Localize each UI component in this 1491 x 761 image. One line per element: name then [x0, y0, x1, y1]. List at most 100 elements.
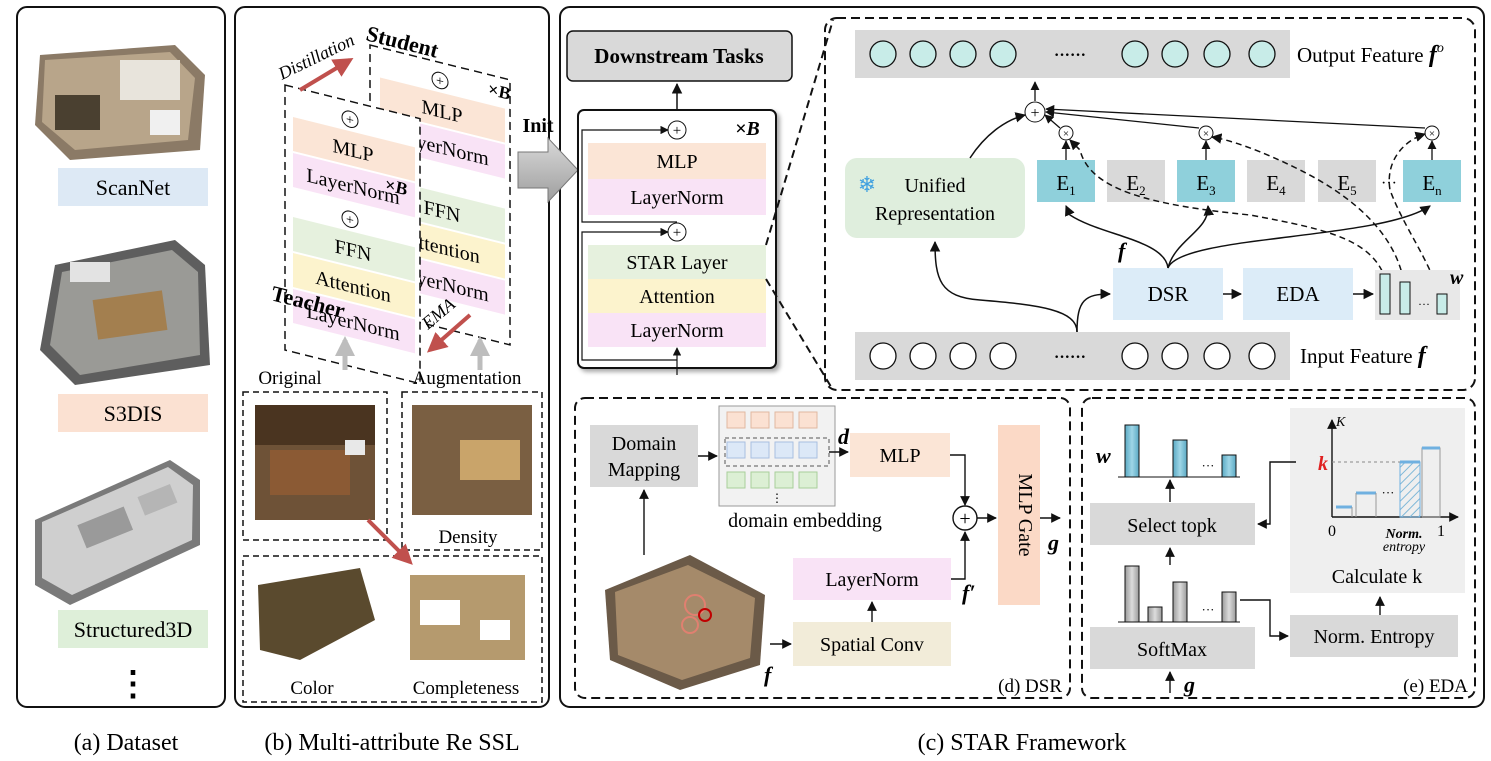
domain-mapping-line-2: Mapping [608, 459, 680, 481]
caption-a: (a) Dataset [74, 730, 179, 756]
dsr-box [1113, 268, 1223, 320]
original-label: Original [258, 368, 321, 389]
eda-box [1243, 268, 1353, 320]
dsr-layernorm-box [793, 558, 951, 600]
unified-line-2: Representation [875, 203, 995, 225]
dsr-scene-image [605, 555, 765, 690]
eda-g-symbol: g [1183, 672, 1195, 697]
svg-text:+: + [673, 123, 681, 139]
panel-b-frame [234, 6, 550, 708]
spatial-conv-label: Spatial Conv [820, 634, 924, 656]
block-star-layer: STAR Layer [626, 252, 727, 274]
scannet-scene-image [35, 45, 205, 160]
augmentation-scene-box [401, 391, 543, 551]
norm-entropy-label: Norm. Entropy [1313, 626, 1434, 648]
softmax-bar-dots: ··· [1202, 602, 1215, 617]
init-label: Init [522, 115, 553, 137]
student-repeat: ×B [488, 79, 510, 104]
s3dis-scene-image [40, 240, 210, 385]
completeness-scene-image [410, 575, 525, 660]
svg-text:E3: E3 [1196, 171, 1215, 198]
completeness-label: Completeness [413, 678, 520, 699]
panel-dataset: ScanNet S3DIS Structured3D ⋮ [16, 6, 226, 708]
multiply-node-1 [1058, 125, 1074, 141]
chart-dots: ··· [1382, 485, 1395, 500]
init-arrow [517, 136, 579, 204]
svg-text:E4: E4 [1266, 171, 1286, 198]
k-value-label: k [1318, 453, 1328, 475]
k-step-chart [1332, 446, 1441, 518]
more-datasets-dots: ⋮ [116, 666, 150, 703]
experts: E1 E2 E3 E4 E5 En ··· [1037, 160, 1461, 202]
expert-sum-node [1024, 101, 1046, 123]
input-feature-tokens [869, 342, 1276, 370]
svg-text:+: + [673, 225, 681, 241]
w-dots: ··· [1418, 297, 1430, 311]
input-feature-label: Input Feature f [1300, 343, 1428, 369]
mlp-gate-box [998, 425, 1040, 605]
downstream-box [566, 30, 793, 82]
dsr-f-input-symbol: f [764, 662, 774, 687]
domain-embedding-cells [724, 411, 830, 489]
expert-1 [1037, 160, 1095, 202]
svg-text:×: × [1203, 128, 1209, 140]
structured3d-label: Structured3D [74, 617, 193, 642]
w-symbol: w [1450, 267, 1464, 289]
caption-c: (c) STAR Framework [918, 730, 1127, 756]
s3dis-label: S3DIS [104, 401, 163, 426]
w-bars [1118, 424, 1240, 478]
distillation-arrow [298, 57, 354, 92]
x-zero: 0 [1328, 523, 1336, 540]
dsr-layernorm-label: LayerNorm [825, 569, 919, 591]
output-feature-label: Output Feature fo [1297, 41, 1444, 68]
spatial-conv-box [793, 622, 951, 666]
f-prime-symbol: f′ [962, 580, 976, 605]
input-dots: ······ [1054, 349, 1086, 366]
domain-mapping-line-1: Domain [612, 433, 676, 455]
scannet-label: ScanNet [96, 175, 171, 200]
x-axis-label-2: entropy [1383, 540, 1426, 555]
eda-label: EDA [1276, 282, 1320, 306]
original-scene-image [255, 405, 375, 520]
star-block-repeat: ×B [735, 118, 760, 140]
block-attention: Attention [639, 286, 715, 308]
teacher-card: MLP LayerNorm FFN Attention LayerNorm ×B… [284, 84, 421, 385]
w-bar-dots: ··· [1202, 458, 1215, 473]
block-mlp: MLP [656, 151, 697, 173]
norm-entropy-box [1290, 615, 1458, 657]
svg-text:+: + [346, 211, 354, 229]
d-symbol: d [838, 424, 850, 449]
color-aug-arrow [366, 518, 413, 565]
select-topk-box [1090, 503, 1255, 545]
caption-b: (b) Multi-attribute Re SSL [264, 730, 519, 756]
unified-line-1: Unified [904, 175, 965, 197]
panel-c-frame [559, 6, 1485, 708]
svg-text:E2: E2 [1126, 171, 1145, 198]
star-layer-detail-frame [824, 17, 1476, 391]
dsr-mlp-box [850, 433, 950, 477]
eda-detail-frame [1081, 397, 1476, 699]
dsr-detail-frame [574, 397, 1071, 699]
domain-mapping-box [590, 425, 698, 487]
calculate-k-label: Calculate k [1332, 566, 1423, 588]
dsr-label: DSR [1148, 282, 1189, 306]
distillation-label: Distillation [274, 30, 357, 84]
density-label: Density [438, 527, 498, 548]
downstream-label: Downstream Tasks [594, 44, 763, 68]
svg-text:+: + [1030, 105, 1039, 122]
x-one: 1 [1437, 523, 1445, 540]
softmax-bars [1118, 565, 1240, 623]
domain-embedding-label: domain embedding [728, 510, 882, 532]
structured3d-scene-image [35, 460, 200, 605]
scannet-label-box [58, 168, 208, 206]
softmax-label: SoftMax [1137, 639, 1207, 661]
s3dis-label-box [58, 394, 208, 432]
dsr-f-symbol: f [1118, 238, 1128, 263]
dsr-g-symbol: g [1047, 530, 1059, 555]
eda-w-symbol: w [1096, 443, 1111, 468]
svg-text:En: En [1422, 171, 1442, 198]
x-axis-label-1: Norm. [1385, 527, 1423, 542]
expert-n [1403, 160, 1461, 202]
snowflake-icon: ❄ [858, 172, 876, 197]
